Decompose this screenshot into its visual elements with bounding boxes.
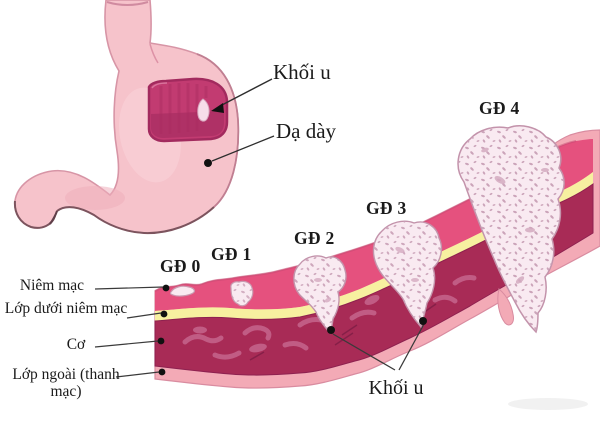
layer-submucosa	[155, 172, 593, 321]
tumor-stage-4	[457, 125, 565, 334]
layer-label-muscle: Cơ	[66, 336, 86, 353]
arrowhead	[211, 103, 224, 113]
stomach-pointer	[204, 135, 275, 167]
layer-label-mucosa: Niêm mạc	[19, 277, 85, 294]
stomach-callout-label: Dạ dày	[276, 119, 337, 143]
cutaway-window	[147, 77, 229, 143]
tumor-stage-1	[230, 280, 254, 307]
ground-smudge	[508, 398, 588, 410]
stage-label-1: GĐ 1	[211, 244, 252, 264]
tumor-bottom-label: Khối u	[368, 377, 424, 399]
tumor-bottom-pointers	[332, 323, 425, 371]
tumor-arrow	[211, 78, 273, 113]
layer-pointers	[94, 286, 164, 378]
stage-label-3: GĐ 3	[366, 198, 407, 218]
tumor-callout-label: Khối u	[273, 60, 331, 84]
serosa-drip	[497, 288, 514, 326]
window-tumor	[197, 98, 210, 122]
stomach-right-outline	[196, 53, 240, 208]
stage-label-0: GĐ 0	[160, 256, 201, 276]
layer-label-submucosa: Lớp dưới niêm mạc	[4, 300, 128, 317]
stomach-lower-shading	[65, 186, 125, 210]
window-top-highlight	[151, 82, 168, 89]
stomach-pointer-dot	[204, 159, 212, 167]
tumor-stage-0	[169, 285, 195, 297]
esophagus-top-rim	[106, 1, 149, 6]
tumor-stage-2	[293, 255, 347, 335]
stage-label-2: GĐ 2	[294, 228, 335, 248]
layer-label-serosa: Lớp ngoài (thanh mạc)	[12, 366, 120, 401]
stomach-illustration	[13, 0, 275, 235]
muscle-texture	[182, 275, 477, 360]
stage-label-4: GĐ 4	[479, 98, 520, 118]
layer-pointer-dots	[157, 284, 170, 376]
tumor-stage-3	[372, 220, 443, 329]
tumor-tip-dots	[327, 317, 427, 334]
window-striations	[159, 83, 208, 134]
esophagus-fundus-crease	[149, 43, 159, 64]
pylorus-crease	[49, 210, 58, 225]
